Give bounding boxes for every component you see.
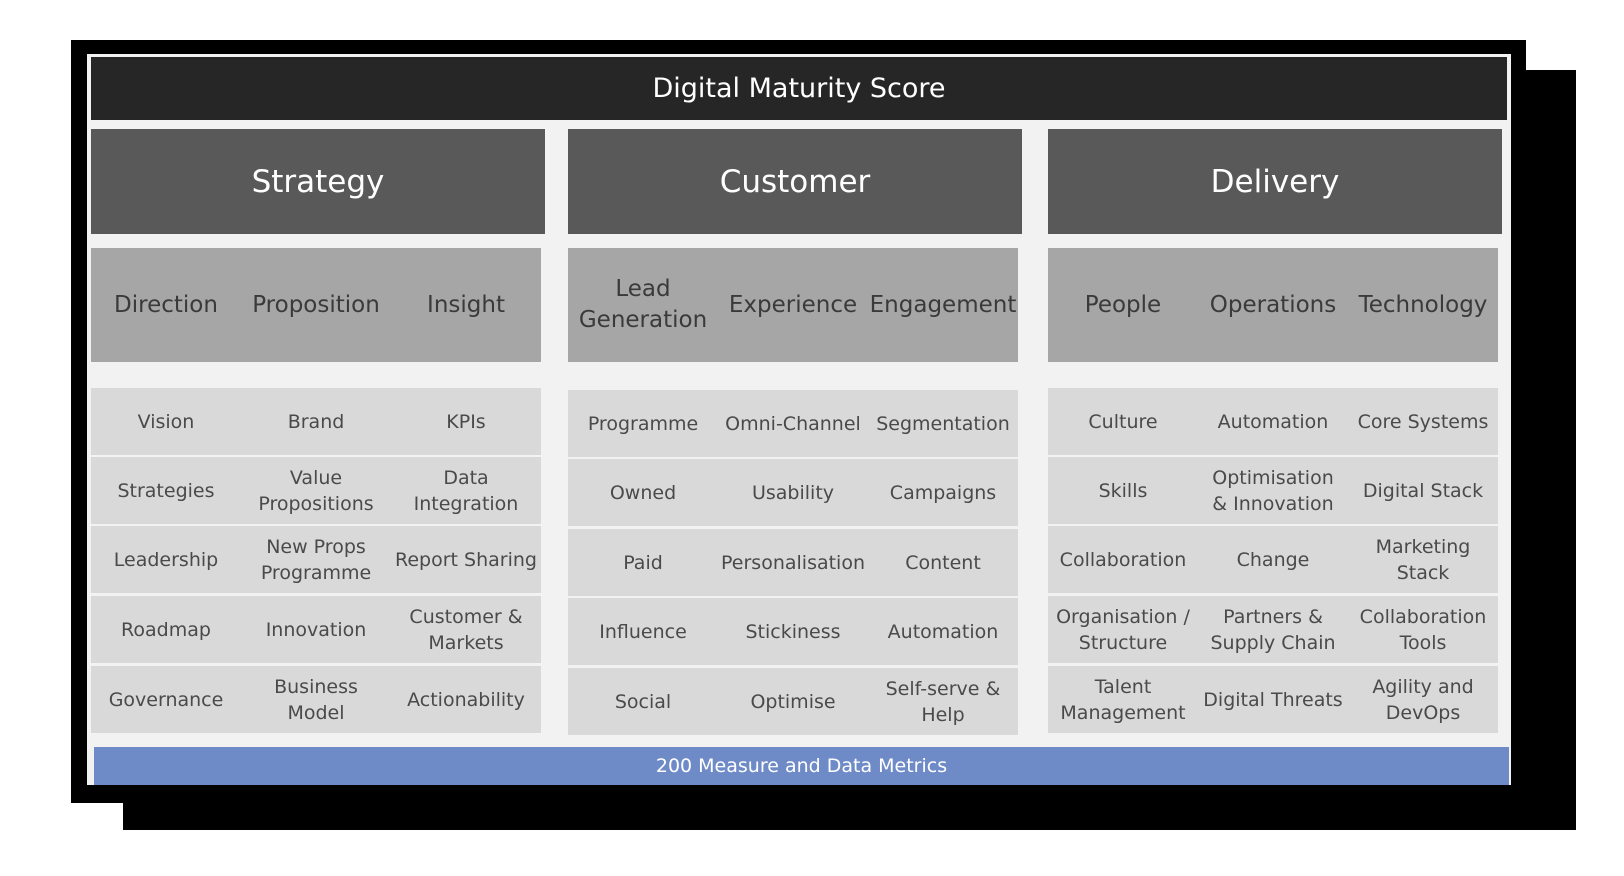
metric-tile: Core Systems: [1348, 388, 1498, 455]
metric-tile: Business Model: [241, 666, 391, 733]
metric-tile: Automation: [1198, 388, 1348, 455]
metrics-footer-bar: 200 Measure and Data Metrics: [94, 747, 1509, 785]
column-header: Operations: [1198, 248, 1348, 362]
metric-tile: Automation: [868, 598, 1018, 665]
metric-tile: New Props Programme: [241, 526, 391, 593]
metric-tile: Partners & Supply Chain: [1198, 596, 1348, 663]
metric-tile: Brand: [241, 388, 391, 455]
metric-tile: Programme: [568, 390, 718, 457]
column-header: Experience: [718, 248, 868, 362]
metric-tile: Skills: [1048, 457, 1198, 524]
pillar-delivery: Delivery: [1048, 129, 1502, 234]
diagram-title: Digital Maturity Score: [91, 57, 1507, 120]
metric-tile: Collaboration Tools: [1348, 596, 1498, 663]
column-header: Direction: [91, 248, 241, 362]
metric-tile: Marketing Stack: [1348, 526, 1498, 593]
metric-tile: Leadership: [91, 526, 241, 593]
metric-tile: Governance: [91, 666, 241, 733]
metric-tile: Culture: [1048, 388, 1198, 455]
metric-tile: Optimisation & Innovation: [1198, 457, 1348, 524]
metric-tile: Digital Threats: [1198, 666, 1348, 733]
metric-tile: Strategies: [91, 457, 241, 524]
metric-tile: Content: [868, 529, 1018, 596]
metric-tile: Segmentation: [868, 390, 1018, 457]
metric-tile: Campaigns: [868, 459, 1018, 526]
column-header: People: [1048, 248, 1198, 362]
metric-tile: Organisation / Structure: [1048, 596, 1198, 663]
column-header: Insight: [391, 248, 541, 362]
pillar-strategy: Strategy: [91, 129, 545, 234]
metric-tile: Personalisation: [718, 529, 868, 596]
metric-tile: Social: [568, 668, 718, 735]
metric-tile: Omni-Channel: [718, 390, 868, 457]
metric-tile: Talent Management: [1048, 666, 1198, 733]
metric-tile: Roadmap: [91, 596, 241, 663]
column-header: Proposition: [241, 248, 391, 362]
metric-tile: Agility and DevOps: [1348, 666, 1498, 733]
metric-tile: Paid: [568, 529, 718, 596]
metric-tile: Usability: [718, 459, 868, 526]
metric-tile: Collaboration: [1048, 526, 1198, 593]
metric-tile: Data Integration: [391, 457, 541, 524]
metric-tile: Report Sharing: [391, 526, 541, 593]
metric-tile: Digital Stack: [1348, 457, 1498, 524]
pillar-customer: Customer: [568, 129, 1022, 234]
metric-tile: Change: [1198, 526, 1348, 593]
column-header: Engagement: [868, 248, 1018, 362]
metric-tile: Actionability: [391, 666, 541, 733]
column-header: Lead Generation: [568, 248, 718, 362]
metric-tile: Owned: [568, 459, 718, 526]
metric-tile: Self-serve & Help: [868, 668, 1018, 735]
metric-tile: KPIs: [391, 388, 541, 455]
column-header: Technology: [1348, 248, 1498, 362]
metric-tile: Stickiness: [718, 598, 868, 665]
metric-tile: Customer & Markets: [391, 596, 541, 663]
metric-tile: Optimise: [718, 668, 868, 735]
metric-tile: Value Propositions: [241, 457, 391, 524]
metric-tile: Influence: [568, 598, 718, 665]
metric-tile: Vision: [91, 388, 241, 455]
metric-tile: Innovation: [241, 596, 391, 663]
